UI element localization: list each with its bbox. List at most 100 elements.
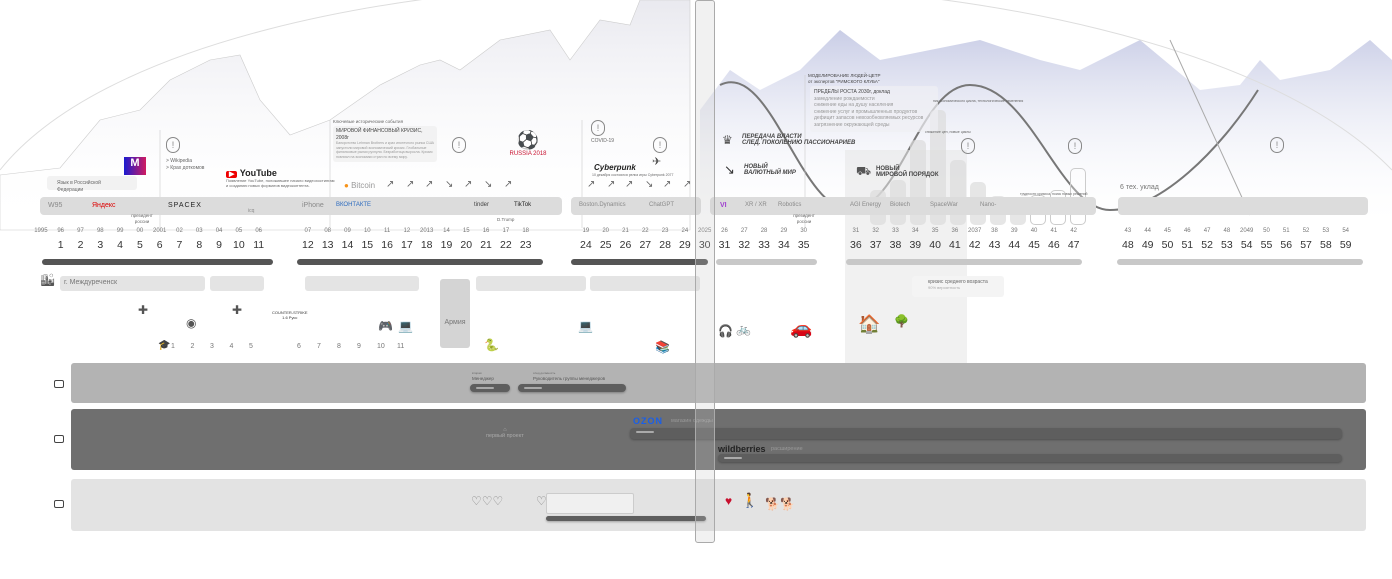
year-label: 54 [1342, 228, 1349, 234]
age-label: 33 [758, 239, 770, 251]
trend-down-icon: ↘ [724, 162, 735, 177]
warning-icon: ! [1270, 137, 1284, 153]
year-label: 24 [681, 228, 689, 234]
globe-icon: ◉ [186, 316, 197, 330]
age-label: 20 [460, 239, 473, 251]
president-label: президент россии [793, 213, 815, 224]
year-label: 20 [602, 228, 610, 234]
year-label: 16 [482, 228, 490, 234]
tech-w95: W95 [48, 202, 63, 209]
graduation-icon: 🎓 [158, 340, 171, 351]
arrow-down-icon: ↘ [484, 179, 493, 190]
career-lane: вторая Менеджер след должность Руководит… [71, 363, 1366, 403]
age-label: 12 [302, 239, 314, 251]
laptop-icon: 💻 [578, 319, 593, 333]
year-label: 17 [502, 228, 510, 234]
year-label: 00 [136, 228, 144, 234]
role1-label: Менеджер [472, 376, 494, 381]
family-lane: ♡♡♡ ♡ ♥ 🚶 🐕🐕 [71, 479, 1366, 531]
age-label: 15 [361, 239, 374, 251]
relationship-bar[interactable] [546, 516, 706, 521]
age-label: 48 [1122, 239, 1134, 251]
age-label: 52 [1201, 239, 1213, 251]
age-label: 4 [117, 239, 123, 251]
midlife-crisis-card: кризис среднего возраста 90% вероятность [912, 276, 1004, 297]
age-label: 43 [988, 239, 1001, 251]
ozon-logo: OZON [633, 416, 663, 426]
year-label: 45 [1164, 228, 1171, 234]
age-label: 10 [233, 239, 245, 251]
arrow-up-icon: ↗ [406, 179, 415, 190]
tech-xr: XR / XR [745, 202, 767, 208]
youtube-logo: ▶ YouTube [226, 168, 277, 178]
year-label: 50 [1263, 228, 1270, 234]
age-label: 53 [1221, 239, 1233, 251]
python-icon: 🐍 [484, 338, 499, 352]
year-label: 99 [116, 228, 124, 234]
age-label: 1 [57, 239, 64, 251]
age-label: 50 [1161, 239, 1174, 251]
year-label: 38 [991, 228, 998, 234]
year-label: 30 [800, 228, 807, 234]
current-year-slider[interactable] [695, 0, 715, 543]
arrow-up-icon: ↗ [425, 179, 434, 190]
age-label: 6 [156, 239, 163, 251]
school-grade: 6 [297, 343, 301, 350]
tech-boston-dynamics: Boston.Dynamics [579, 202, 626, 208]
role2-bar[interactable] [518, 384, 626, 392]
house-icon: 🏠 [858, 314, 881, 334]
crown-icon: ♛ [722, 133, 733, 147]
age-label: 46 [1048, 239, 1060, 251]
role1-caption: вторая [472, 371, 482, 375]
year-label: 06 [255, 228, 262, 234]
age-label: 34 [778, 239, 790, 251]
year-label: 53 [1322, 228, 1330, 234]
location-field [305, 276, 419, 291]
location-field: г. Междуреченск [60, 276, 205, 291]
age-label: 13 [321, 239, 334, 251]
wildberries-bar[interactable] [718, 454, 1342, 462]
tech-tiktok: TikTok [514, 202, 532, 208]
headphones-icon: 🎧 [718, 324, 733, 338]
arrow-down-icon: ↘ [445, 179, 454, 190]
crisis-header: Ключевые исторические события [333, 119, 404, 124]
year-label: 96 [57, 228, 65, 234]
age-label: 14 [341, 239, 354, 251]
role1-bar[interactable] [470, 384, 510, 392]
year-label: 2013 [420, 228, 434, 234]
drone-icon: ✈ [652, 156, 662, 168]
tech-order-label: 6 тех. уклад [1120, 184, 1159, 191]
limit-item: снижение услуг и промышленных продуктов [814, 108, 918, 115]
president-label: президент россии [131, 213, 153, 224]
arrow-up-icon: ↗ [587, 179, 596, 190]
year-label: 39 [1010, 228, 1018, 234]
warning-icon: ! [1068, 138, 1082, 154]
crisis-card: МИРОВОЙ ФИНАНСОВЫЙ КРИЗИС, 2008г Банкрот… [333, 126, 437, 162]
year-label: 31 [852, 228, 860, 234]
year-label: 40 [1030, 228, 1038, 234]
year-label: 28 [760, 228, 768, 234]
school-grade: 9 [357, 343, 361, 350]
cycle-note-peak: пик экономического цикла, технологически… [933, 99, 1024, 103]
age-label: 18 [420, 239, 433, 251]
relationship-card [546, 493, 634, 514]
big-arc [0, 0, 1392, 171]
year-label: 27 [740, 228, 748, 234]
ozon-bar[interactable] [630, 428, 1342, 439]
city-icon: 🏙 [40, 273, 56, 287]
cyberpunk-logo: Cyberpunk [594, 163, 636, 172]
year-label: 34 [911, 228, 919, 234]
role2-caption: след должность [533, 371, 556, 375]
russia-language-card: Язык в Российской Федерации [47, 176, 137, 193]
tech-band-3: VI XR / XR Robotics AGI Energy Biotech S… [710, 197, 1096, 215]
